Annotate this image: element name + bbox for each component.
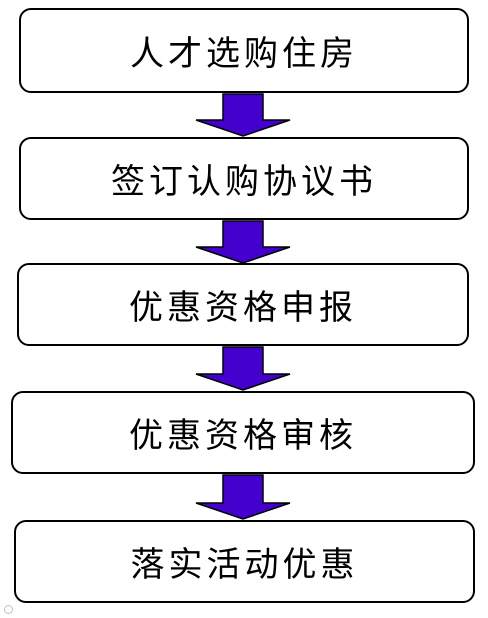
watermark bbox=[4, 605, 13, 614]
down-arrow-icon bbox=[195, 346, 291, 391]
down-arrow-icon bbox=[195, 474, 291, 520]
step-box-sign-agreement: 签订认购协议书 bbox=[19, 137, 469, 220]
step-box-implement-discount: 落实活动优惠 bbox=[14, 520, 475, 603]
step-label: 优惠资格审核 bbox=[129, 416, 357, 456]
step-box-eligibility-review: 优惠资格审核 bbox=[11, 391, 475, 474]
down-arrow-icon bbox=[195, 220, 291, 264]
step-box-eligibility-application: 优惠资格申报 bbox=[17, 263, 469, 346]
down-arrow-icon bbox=[195, 93, 291, 137]
step-box-select-housing: 人才选购住房 bbox=[19, 8, 469, 93]
watermark-logo-icon bbox=[4, 605, 13, 614]
step-label: 人才选购住房 bbox=[130, 34, 358, 74]
step-label: 签订认购协议书 bbox=[111, 162, 377, 202]
step-label: 落实活动优惠 bbox=[130, 545, 359, 585]
step-label: 优惠资格申报 bbox=[129, 288, 357, 328]
